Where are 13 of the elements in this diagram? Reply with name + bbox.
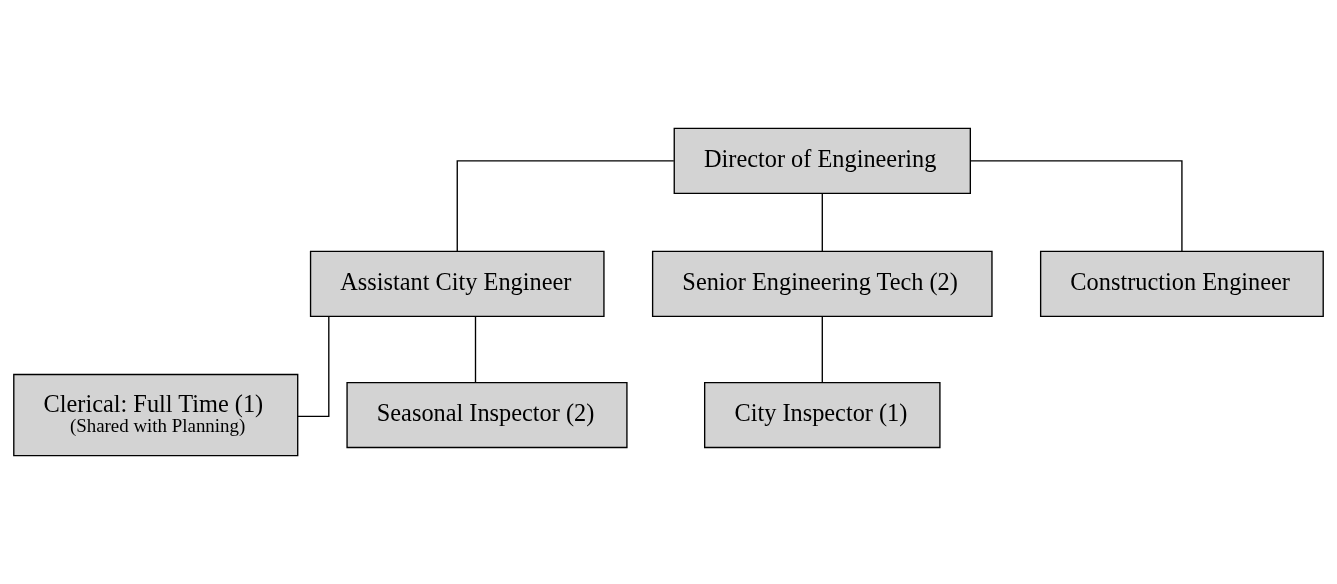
connector <box>821 193 823 252</box>
node-box: Construction Engineer <box>1039 250 1324 317</box>
node-box: Seasonal Inspector (2) <box>346 381 628 449</box>
connector <box>969 160 1183 252</box>
connector <box>821 316 823 384</box>
node-box: Assistant City Engineer <box>309 250 605 317</box>
node-box: Director of Engineering <box>673 127 971 194</box>
connector <box>474 316 477 384</box>
node-box: Clerical: Full Time (1) (Shared with Planning) <box>13 373 299 457</box>
node-box: Senior Engineering Tech (2) <box>651 250 993 317</box>
connector <box>456 160 675 252</box>
node-box: City Inspector (1) <box>704 381 941 449</box>
connector <box>297 315 330 418</box>
